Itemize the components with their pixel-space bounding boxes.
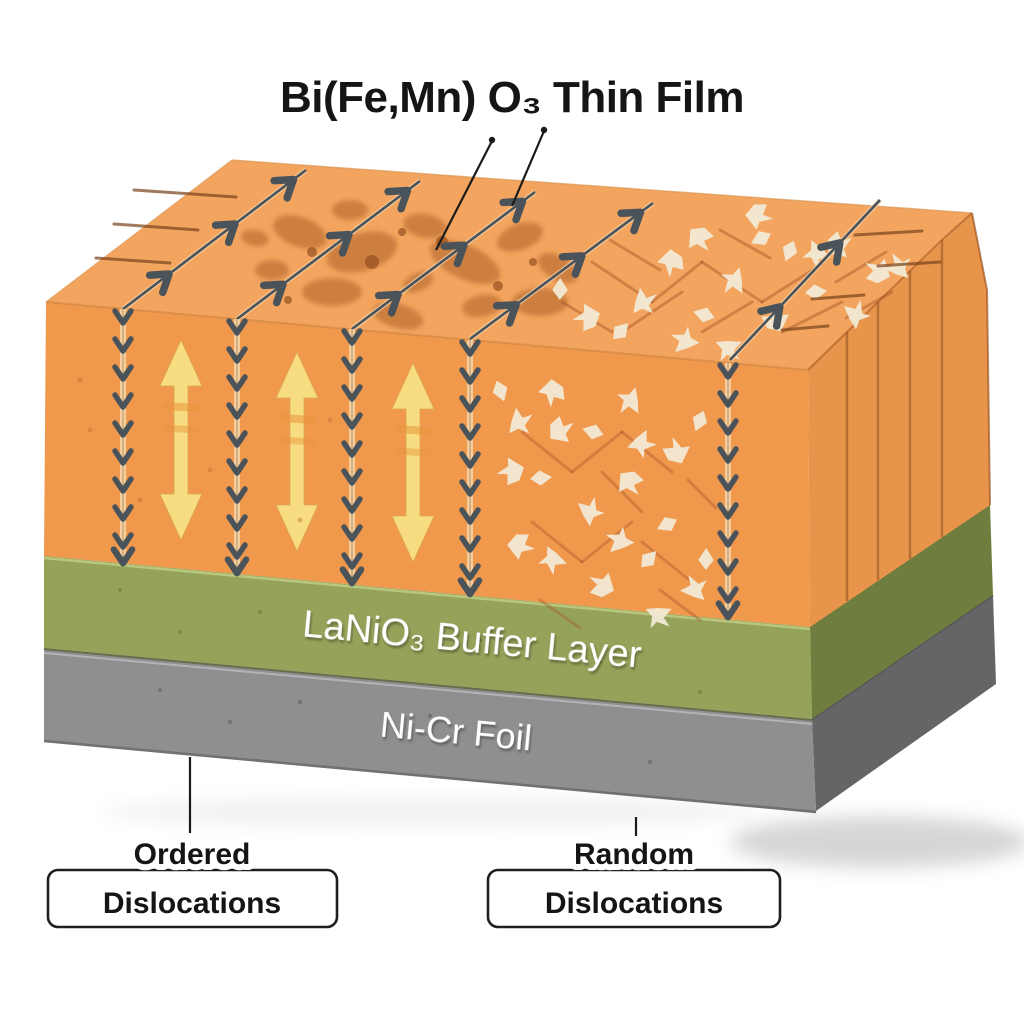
title-leader-line-left — [435, 140, 493, 251]
slab-seam-lines — [845, 240, 944, 601]
buffer-side-face — [810, 505, 993, 719]
terrace-step-lines — [94, 188, 942, 332]
ground-shadow — [100, 798, 1024, 868]
film-left-top-edge — [45, 159, 233, 303]
ordered-dislocation-lines-front — [114, 309, 737, 617]
random-callout-subtitle: Dislocations — [545, 887, 723, 920]
random-dislocations-callout: Random Dislocations — [486, 817, 782, 929]
random-callout-box — [486, 868, 782, 929]
title-leader-lines — [435, 126, 548, 251]
figure-title: Bi(Fe,Mn) O₃ Thin Film — [280, 73, 744, 122]
foil-speckles — [158, 688, 652, 764]
buffer-speckles — [118, 588, 702, 694]
ordered-callout-box — [46, 868, 339, 929]
front-speckles — [77, 377, 333, 523]
ordered-dislocations-callout: Ordered Dislocations — [46, 757, 339, 929]
film-back-right-edge — [971, 212, 991, 506]
buffer-layer: LaNiO₃ Buffer Layer — [43, 504, 993, 721]
front-crack-network — [520, 430, 718, 630]
leader-dot-left — [488, 136, 496, 144]
film-slab-step-edge — [807, 212, 973, 371]
random-callout-title: Random — [574, 838, 694, 871]
film-front-top-edge — [45, 301, 809, 371]
buffer-top-highlight — [43, 556, 811, 631]
title-leader-line-right — [510, 130, 546, 207]
leader-dot-right — [540, 126, 548, 134]
film-side-face — [808, 213, 990, 627]
film-top-face — [46, 160, 972, 370]
foil-top-highlight — [43, 652, 813, 725]
polarization-arrows — [159, 339, 435, 563]
film-layer — [44, 159, 991, 632]
foil-side-face — [812, 595, 996, 811]
film-back-edge — [231, 159, 973, 214]
ordered-callout-subtitle: Dislocations — [103, 887, 281, 920]
ordered-callout-title: Ordered — [134, 838, 251, 871]
foil-front-face — [44, 648, 816, 811]
ordered-dislocation-lines-top — [121, 170, 882, 362]
buffer-bottom-seam — [43, 648, 813, 721]
foil-layer: Ni-Cr Foil — [43, 594, 996, 814]
buffer-front-face — [44, 556, 812, 719]
foil-bottom-edge — [43, 739, 817, 814]
